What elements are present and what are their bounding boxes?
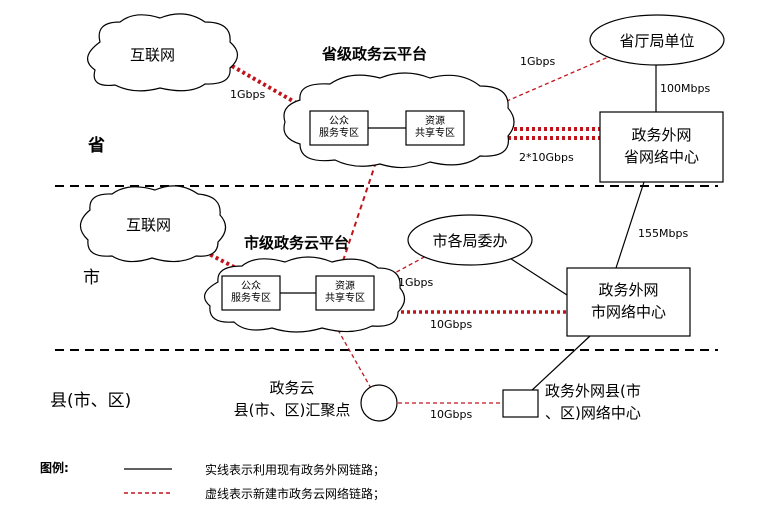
legend-solid-description: 实线表示利用现有政务外网链路；	[205, 463, 386, 477]
link-internet-to-prov-cloud	[231, 64, 306, 110]
county-aggregation-circle	[360, 384, 398, 422]
bw-city-bureau: 1Gbps	[398, 276, 434, 289]
city-public-zone-box	[221, 275, 281, 311]
prov-shared-zone-line2: 共享专区	[415, 128, 455, 139]
link-prov-to-city-cloud	[339, 161, 377, 271]
prov-shared-zone-label: 资源 共享专区	[406, 116, 464, 140]
city-shared-zone-box	[315, 275, 375, 311]
city-public-zone-line1: 公众	[241, 281, 261, 292]
city-shared-zone-line2: 共享专区	[325, 293, 365, 304]
city-public-zone-label: 公众 服务专区	[222, 281, 280, 305]
cloud-internet-top	[87, 13, 239, 92]
bw-prov-unit: 1Gbps	[520, 55, 556, 68]
level-label-city: 市	[83, 268, 100, 288]
county-cloud-label: 政务云 县(市、区)汇聚点	[222, 377, 362, 421]
bw-county: 10Gbps	[430, 408, 473, 421]
link-bureau-to-city-center	[504, 254, 568, 296]
prov-public-zone-line2: 服务专区	[319, 128, 359, 139]
prov-center-label: 政务外网 省网络中心	[600, 124, 723, 168]
level-label-province: 省	[88, 136, 105, 156]
county-center-line2: 、区)网络中心	[545, 404, 641, 422]
bw-prov-city-center: 155Mbps	[638, 227, 689, 240]
prov-unit-ellipse	[589, 14, 725, 66]
link-prov-cloud-to-unit	[499, 54, 614, 105]
prov-unit-label: 省厅局单位	[619, 32, 695, 50]
county-cloud-line1: 政务云	[269, 379, 315, 397]
city-center-line1: 政务外网	[598, 281, 659, 299]
city-bureau-label: 市各局委办	[432, 232, 508, 250]
county-center-line1: 政务外网县(市	[545, 382, 641, 400]
county-center-box	[502, 389, 539, 418]
prov-public-zone-line1: 公众	[329, 116, 349, 127]
city-shared-zone-label: 资源 共享专区	[316, 281, 374, 305]
city-public-zone-line2: 服务专区	[231, 293, 271, 304]
prov-public-zone-label: 公众 服务专区	[310, 116, 368, 140]
link-city-cloud-to-county	[337, 329, 373, 391]
bw-city-to-center: 10Gbps	[430, 318, 473, 331]
prov-center-box	[599, 111, 724, 183]
bw-internet-prov: 1Gbps	[230, 88, 266, 101]
prov-platform-title: 省级政务云平台	[322, 45, 428, 63]
level-label-county: 县(市、区)	[50, 391, 132, 411]
city-shared-zone-line1: 资源	[335, 281, 355, 292]
internet-mid-label: 互联网	[126, 216, 172, 234]
prov-shared-zone-box	[405, 110, 465, 146]
legend-title: 图例:	[40, 461, 69, 475]
city-platform-title: 市级政务云平台	[244, 234, 350, 252]
bw-unit-center: 100Mbps	[660, 82, 711, 95]
legend-dashed-description: 虚线表示新建市政务云网络链路；	[205, 487, 386, 501]
city-bureau-ellipse	[407, 214, 533, 266]
cloud-internet-mid	[79, 185, 227, 263]
prov-center-line1: 政务外网	[631, 126, 692, 144]
prov-center-line2: 省网络中心	[623, 148, 699, 166]
internet-top-label: 互联网	[130, 46, 176, 64]
bw-prov-to-center: 2*10Gbps	[519, 151, 574, 164]
county-center-label: 政务外网县(市 、区)网络中心	[545, 380, 641, 424]
city-center-label: 政务外网 市网络中心	[567, 279, 690, 323]
prov-shared-zone-line1: 资源	[425, 116, 445, 127]
city-center-box	[566, 267, 691, 337]
link-city-center-to-county-center	[529, 335, 591, 393]
link-prov-center-to-city-center	[615, 181, 645, 269]
county-cloud-line2: 县(市、区)汇聚点	[233, 401, 351, 419]
city-center-line2: 市网络中心	[590, 303, 666, 321]
